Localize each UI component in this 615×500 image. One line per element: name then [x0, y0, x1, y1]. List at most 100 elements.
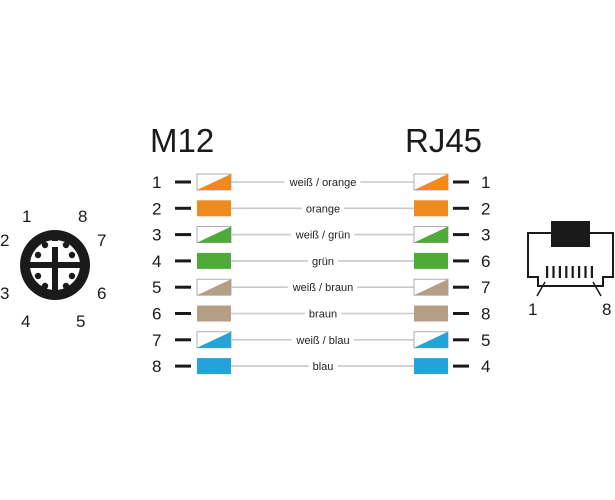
rj45-pin-label: 1: [528, 300, 537, 319]
rj45-connector-view: 1 8: [527, 221, 614, 319]
wire-row: 2 orange 2: [152, 199, 490, 218]
pin-dash: [453, 285, 469, 289]
m12-pin-number: 6: [152, 305, 161, 324]
wire-label-backing: [291, 334, 354, 347]
m12-divider-horizontal: [30, 262, 80, 268]
wire-row: 8 blau 4: [152, 357, 490, 376]
m12-pin-number: 4: [152, 252, 161, 271]
m12-pin-number: 3: [152, 226, 161, 245]
wire-color-label: blau: [313, 361, 334, 373]
wire-label-backing: [301, 203, 345, 216]
rj45-wire-swatch: [414, 200, 448, 217]
rj45-wire-swatch-stripe: [414, 226, 448, 243]
m12-wire-swatch: [197, 252, 231, 269]
m12-wire-swatch-stripe: [197, 279, 231, 296]
m12-wire-swatch: [197, 200, 231, 217]
wire-label-backing: [307, 255, 339, 268]
m12-pin-number: 2: [152, 199, 161, 218]
pin-dash: [175, 364, 191, 368]
wire-label-backing: [304, 308, 342, 321]
pin-dash: [175, 206, 191, 210]
rj45-contact: [546, 266, 549, 278]
pin-dash: [453, 259, 469, 263]
wire-color-label: weiß / blau: [295, 335, 349, 347]
pin-dash: [175, 233, 191, 237]
wire-color-label: orange: [306, 203, 340, 215]
m12-wire-swatch: [197, 305, 231, 322]
rj45-pin-number: 8: [481, 305, 490, 324]
rj45-wire-swatch-stripe: [414, 174, 448, 190]
m12-pin-label: 1: [22, 207, 31, 226]
rj45-contacts: [546, 266, 593, 278]
m12-pin-number: 1: [152, 173, 161, 192]
rj45-wire-swatch-stripe: [414, 279, 448, 296]
wire-row: 3 weiß / grün 3: [152, 226, 490, 245]
rj45-contact: [584, 266, 587, 278]
rj45-wire-swatch: [414, 252, 448, 269]
m12-pin-label: 8: [78, 207, 87, 226]
m12-pin-4: [41, 282, 49, 290]
pin-dash: [453, 312, 469, 315]
m12-pin-7: [68, 251, 76, 259]
rj45-pin-number: 7: [481, 278, 490, 297]
rj45-pin-number: 1: [481, 173, 490, 192]
rj45-contact: [552, 266, 555, 278]
m12-coding-key: [49, 241, 61, 247]
rj45-contact: [558, 266, 561, 278]
rj45-pin-number: 3: [481, 226, 490, 245]
wire-label-backing: [284, 177, 361, 189]
rj45-wire-swatch: [414, 305, 448, 322]
m12-wire-swatch-stripe: [197, 226, 231, 243]
m12-pin-label: 4: [21, 312, 30, 331]
m12-pin-number: 7: [152, 331, 161, 350]
wire-label-backing: [287, 282, 358, 295]
rj45-latch: [551, 221, 590, 247]
wire-color-label: weiß / braun: [292, 282, 354, 294]
wire-color-label: weiß / grün: [295, 230, 350, 242]
rj45-pin-number: 4: [481, 357, 490, 376]
wire-row: 1 weiß / orange 1: [152, 173, 490, 192]
m12-pin-label: 7: [97, 231, 106, 250]
pin-dash: [175, 285, 191, 289]
rj45-pin-number: 2: [481, 199, 490, 218]
wire-color-label: braun: [309, 309, 337, 321]
m12-connector-face: 1 8 2 7 3 6 4 5: [0, 207, 106, 331]
m12-wire-swatch-stripe: [197, 331, 231, 348]
rj45-pointer-left: [536, 281, 546, 297]
pin-dash: [453, 233, 469, 237]
wire-label-backing: [290, 229, 355, 242]
m12-pin-number: 8: [152, 357, 161, 376]
m12-pin-8: [62, 241, 70, 249]
m12-pin-label: 6: [97, 284, 106, 303]
pin-dash: [175, 180, 191, 184]
m12-pin-5: [62, 282, 70, 290]
m12-pin-label: 3: [0, 284, 9, 303]
pin-dash: [175, 338, 191, 342]
m12-header: M12: [150, 122, 214, 159]
rj45-contact: [578, 266, 581, 278]
rj45-pointer-right: [592, 281, 602, 297]
pin-dash: [453, 338, 469, 342]
wire-table: 1 weiß / orange 1 2 orange 2 3 weiß / grün 3 4 grü…: [152, 173, 490, 376]
rj45-pin-number: 5: [481, 331, 490, 350]
m12-pin-2: [34, 251, 42, 259]
pin-dash: [175, 259, 191, 263]
m12-wire-swatch-stripe: [197, 174, 231, 190]
wire-row: 7 weiß / blau 5: [152, 331, 490, 350]
pin-dash: [175, 312, 191, 315]
m12-pin-6: [68, 272, 76, 280]
rj45-contact: [565, 266, 568, 278]
wire-color-label: grün: [312, 256, 334, 268]
pin-dash: [453, 180, 469, 184]
rj45-header: RJ45: [405, 122, 482, 159]
m12-pin-3: [34, 272, 42, 280]
rj45-wire-swatch: [414, 358, 448, 375]
pin-dash: [453, 364, 469, 368]
pin-dash: [453, 206, 469, 210]
wire-row: 6 braun 8: [152, 305, 490, 324]
m12-pin-number: 5: [152, 278, 161, 297]
wire-color-label: weiß / orange: [289, 177, 357, 189]
rj45-pin-label: 8: [602, 300, 611, 319]
m12-pin-label: 2: [0, 231, 9, 250]
